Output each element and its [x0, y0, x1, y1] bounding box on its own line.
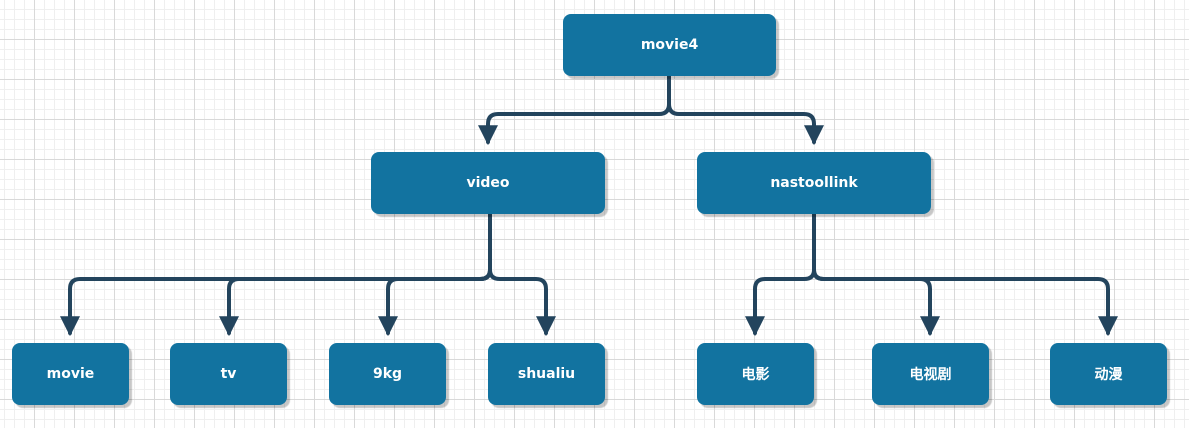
connector-nastoollink-dianshiju: [812, 212, 940, 337]
node-video[interactable]: video: [371, 152, 605, 214]
node-dongman[interactable]: 动漫: [1050, 343, 1167, 405]
connector-video-9kg: [378, 212, 492, 337]
connector-nastoollink-dongman: [812, 212, 1118, 337]
node-label: 动漫: [1094, 367, 1123, 383]
node-label: nastoollink: [770, 175, 858, 191]
node-9kg[interactable]: 9kg: [329, 343, 446, 405]
node-label: 9kg: [372, 366, 403, 382]
node-movie4[interactable]: movie4: [563, 14, 776, 76]
connector-video-shualiu: [488, 212, 556, 337]
connector-root-video: [478, 74, 671, 146]
connector-video-tv: [219, 212, 492, 337]
node-label: movie: [46, 366, 95, 382]
node-tv[interactable]: tv: [170, 343, 287, 405]
node-label: video: [466, 175, 510, 191]
node-label: 电影: [741, 367, 770, 383]
node-nastoollink[interactable]: nastoollink: [697, 152, 931, 214]
node-label: 电视剧: [909, 367, 952, 383]
node-label: movie4: [640, 37, 699, 53]
node-label: shualiu: [517, 366, 576, 382]
connector-root-nastoollink: [667, 74, 824, 146]
connector-nastoollink-dianying: [745, 212, 816, 337]
node-dianshiju[interactable]: 电视剧: [872, 343, 989, 405]
connector-video-movie: [60, 212, 492, 337]
node-movie[interactable]: movie: [12, 343, 129, 405]
node-shualiu[interactable]: shualiu: [488, 343, 605, 405]
node-dianying[interactable]: 电影: [697, 343, 814, 405]
node-label: tv: [220, 366, 237, 382]
